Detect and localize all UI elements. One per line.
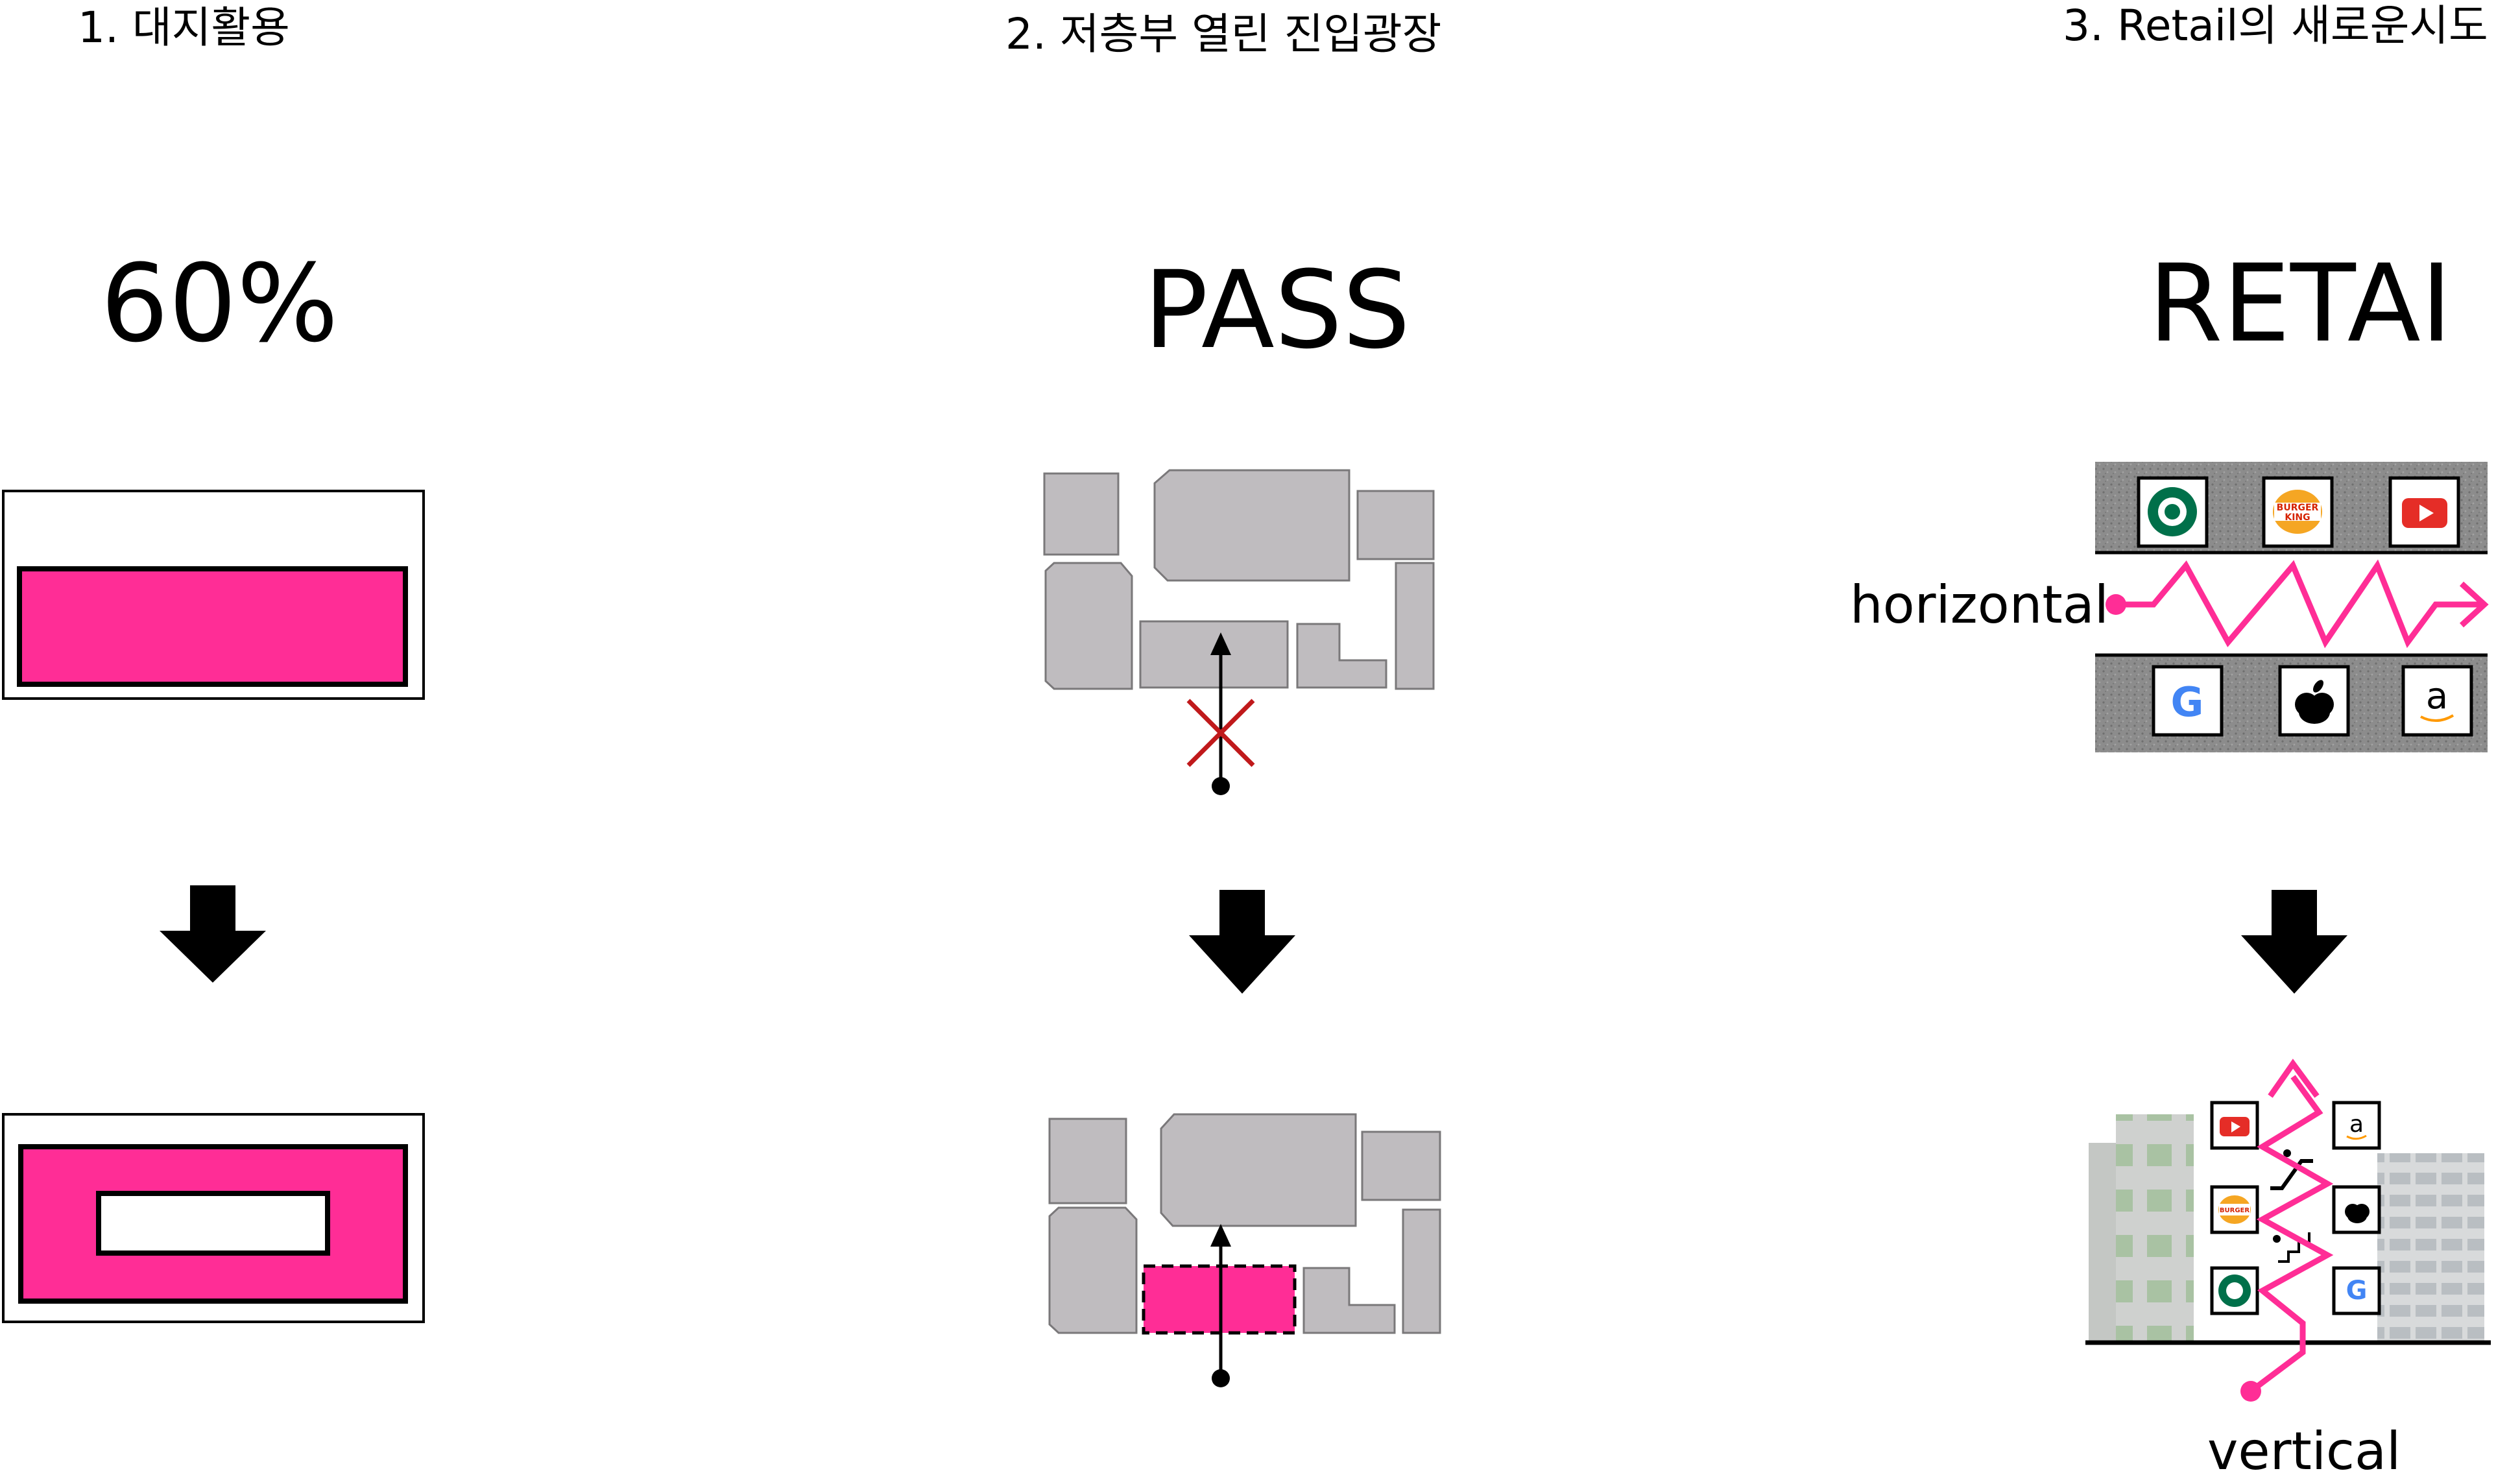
- tower-starbucks-logo: [2210, 1266, 2259, 1315]
- svg-text:BURGER: BURGER: [2220, 1207, 2250, 1214]
- site-before-diagram: [2, 490, 425, 700]
- svg-text:a: a: [2426, 675, 2448, 717]
- big-label-pass: PASS: [1144, 248, 1410, 372]
- escalator-icon: [2270, 1149, 2313, 1190]
- tower-google-logo: G: [2332, 1266, 2381, 1315]
- blocked-path-indicator: [1186, 632, 1255, 795]
- google-logo: G: [2152, 665, 2224, 737]
- burger-king-logo: BURGER KING: [2262, 476, 2334, 548]
- heading-site-use: 1. 대지활용: [78, 3, 290, 53]
- svg-text:G: G: [2346, 1276, 2368, 1306]
- tower-amazon-logo: a: [2332, 1101, 2381, 1150]
- retail-horizontal-diagram: BURGER KING G a: [2095, 462, 2489, 752]
- youtube-logo: [2388, 476, 2460, 548]
- retail-vertical-diagram: BURGER a G: [2085, 1059, 2491, 1402]
- down-arrow-icon: [1189, 890, 1295, 994]
- tower-burger-king-logo: BURGER: [2210, 1185, 2259, 1234]
- open-plaza: [1142, 1224, 1297, 1387]
- amazon-logo: a: [2401, 665, 2473, 737]
- tower-apple-logo: [2332, 1185, 2381, 1234]
- big-label-60-percent: 60%: [101, 241, 339, 366]
- starbucks-logo: [2137, 476, 2209, 548]
- down-arrow-icon: [2241, 890, 2347, 994]
- heading-retail: 3. Retail의 새로운시도: [2063, 1, 2488, 51]
- cross-icon: [1186, 699, 1255, 767]
- heading-open-plaza: 2. 저층부 열린 진입광장: [1005, 9, 1441, 59]
- big-label-retai: RETAI: [2148, 241, 2452, 366]
- plaza-before-diagram: [1043, 469, 1435, 690]
- plaza-after-diagram: [1048, 1113, 1441, 1334]
- svg-text:KING: KING: [2285, 512, 2310, 523]
- tower-youtube-logo: [2210, 1101, 2259, 1150]
- svg-text:a: a: [2349, 1111, 2364, 1138]
- courtyard-void: [96, 1191, 330, 1256]
- svg-text:BURGER: BURGER: [2277, 503, 2319, 513]
- down-arrow-icon: [160, 885, 266, 983]
- horizontal-label: horizontal: [1850, 575, 2109, 635]
- site-after-diagram: [2, 1113, 425, 1323]
- building-footprint-full: [17, 566, 408, 687]
- vertical-label: vertical: [2207, 1421, 2401, 1481]
- svg-text:G: G: [2171, 678, 2204, 726]
- apple-logo: [2278, 665, 2350, 737]
